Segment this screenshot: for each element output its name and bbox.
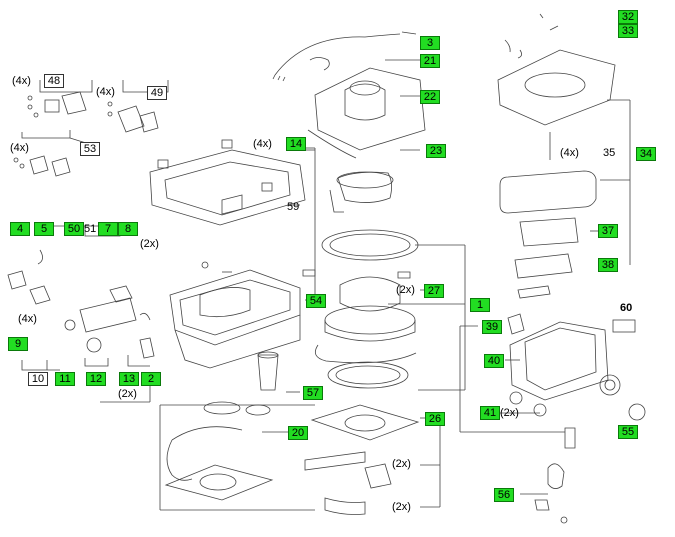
- part-number-14: 14: [286, 137, 306, 151]
- part-number-8: 8: [118, 222, 138, 236]
- part-number-38: 38: [598, 258, 618, 272]
- qty-label: (4x): [560, 147, 579, 159]
- qty-label: (2x): [392, 501, 411, 513]
- lid-assembly: [497, 13, 631, 299]
- part-number-20: 20: [288, 426, 308, 440]
- part-number-51: 51: [84, 223, 97, 235]
- part-number-12: 12: [86, 372, 106, 386]
- part-number-54: 54: [306, 294, 326, 308]
- part-number-57: 57: [303, 386, 323, 400]
- part-number-7: 7: [98, 222, 118, 236]
- part-number-39: 39: [482, 320, 502, 334]
- part-number-35: 35: [603, 147, 616, 159]
- part-number-53: 53: [80, 142, 100, 156]
- part-number-34: 34: [636, 147, 656, 161]
- qty-label: (4x): [96, 86, 115, 98]
- qty-label: (2x): [396, 284, 415, 296]
- part-number-26: 26: [425, 412, 445, 426]
- part-group-49: [107, 80, 169, 133]
- part-number-4: 4: [10, 222, 30, 236]
- part-number-3: 3: [420, 36, 440, 50]
- part-number-33: 33: [618, 24, 638, 38]
- container-assembly: [507, 313, 646, 524]
- part-number-49: 49: [147, 86, 167, 100]
- part-group-53: [13, 130, 87, 177]
- filter-basket-part: [203, 351, 279, 416]
- leader-lines: [159, 147, 565, 511]
- part-number-11: 11: [55, 372, 75, 386]
- qty-label: (2x): [140, 238, 159, 250]
- part-number-9: 9: [8, 337, 28, 351]
- part-number-37: 37: [598, 224, 618, 238]
- part-number-41: 41: [480, 406, 500, 420]
- part-number-21: 21: [420, 54, 440, 68]
- part-number-23: 23: [426, 144, 446, 158]
- bottom-plate-parts: [164, 404, 420, 515]
- motor-cover-part: [307, 59, 426, 159]
- part-number-13: 13: [119, 372, 139, 386]
- part-group-48: [27, 80, 93, 118]
- part-number-40: 40: [484, 354, 504, 368]
- upper-housing-part: [149, 139, 315, 226]
- part-number-2: 2: [141, 372, 161, 386]
- part-number-56: 56: [494, 488, 514, 502]
- qty-label: (2x): [500, 407, 519, 419]
- qty-label: (4x): [253, 138, 272, 150]
- part-number-50: 50: [64, 222, 84, 236]
- part-number-55: 55: [618, 425, 638, 439]
- part-number-10: 10: [28, 372, 48, 386]
- part-number-5: 5: [34, 222, 54, 236]
- qty-label: (4x): [18, 313, 37, 325]
- part-number-22: 22: [420, 90, 440, 104]
- lower-housing-part: [169, 261, 301, 369]
- part-number-1: 1: [470, 298, 490, 312]
- power-cable: [272, 31, 417, 82]
- part-number-60: 60: [620, 302, 633, 314]
- qty-label: (2x): [118, 388, 137, 400]
- qty-label: (2x): [392, 458, 411, 470]
- part-number-48: 48: [44, 74, 64, 88]
- part-number-59: 59: [287, 201, 300, 213]
- part-number-32: 32: [618, 10, 638, 24]
- qty-label: (4x): [12, 75, 31, 87]
- part-number-27: 27: [424, 284, 444, 298]
- qty-label: (4x): [10, 142, 29, 154]
- motor-stack: [302, 171, 419, 389]
